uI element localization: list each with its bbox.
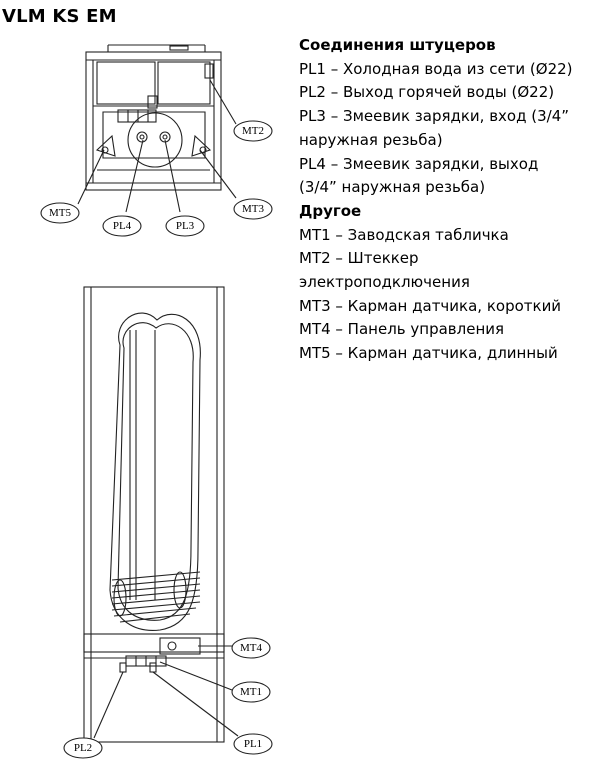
callout-pl2	[63, 737, 103, 759]
control-panel	[83, 633, 225, 653]
callout-mt2	[233, 120, 273, 142]
callout-pl3	[165, 215, 205, 237]
top-view-outline	[85, 51, 222, 191]
callout-label: MT4	[240, 642, 263, 654]
callout-mt5	[40, 202, 80, 224]
legend-line: (3/4” наружная резьба)	[299, 178, 486, 197]
legend-line: MT2 – Штеккер	[299, 249, 419, 268]
callout-label: PL4	[113, 220, 132, 232]
top-view	[85, 44, 222, 191]
connections-heading: Соединения штуцеров	[299, 36, 496, 54]
legend-line: PL3 – Змеевик зарядки, вход (3/4”	[299, 107, 570, 126]
legend: Соединения штуцеров PL1 – Холодная вода …	[299, 34, 595, 366]
callout-mt4	[231, 637, 271, 659]
callout-pl4	[102, 215, 142, 237]
callout-label: PL2	[74, 742, 92, 754]
front-view-outline	[83, 286, 225, 743]
callout-pl1	[233, 733, 273, 755]
callout-label: MT5	[49, 207, 72, 219]
tank-outline	[109, 312, 201, 631]
legend-line: MT5 – Карман датчика, длинный	[299, 344, 558, 363]
callout-label: PL3	[176, 220, 195, 232]
legend-line: наружная резьба)	[299, 130, 443, 149]
front-view	[83, 286, 225, 743]
legend-line: PL4 – Змеевик зарядки, выход	[299, 154, 539, 173]
legend-line: PL1 – Холодная вода из сети (Ø22)	[299, 59, 573, 78]
callout-label: PL1	[244, 738, 262, 750]
callout-label: MT1	[240, 686, 262, 698]
legend-line: электроподключения	[299, 273, 470, 292]
callout-label: MT2	[242, 125, 264, 137]
charging-coil	[111, 571, 201, 623]
diagram-title: VLM KS EM	[2, 6, 117, 27]
legend-line: MT1 – Заводская табличка	[299, 225, 509, 244]
callout-mt1	[231, 681, 271, 703]
callout-label: MT3	[242, 203, 265, 215]
other-heading: Другое	[299, 201, 362, 220]
callout-mt3	[233, 198, 273, 220]
legend-line: PL2 – Выход горячей воды (Ø22)	[299, 83, 555, 102]
legend-line: MT4 – Панель управления	[299, 320, 505, 339]
legend-line: MT3 – Карман датчика, короткий	[299, 296, 562, 315]
leader-lines	[77, 79, 239, 739]
